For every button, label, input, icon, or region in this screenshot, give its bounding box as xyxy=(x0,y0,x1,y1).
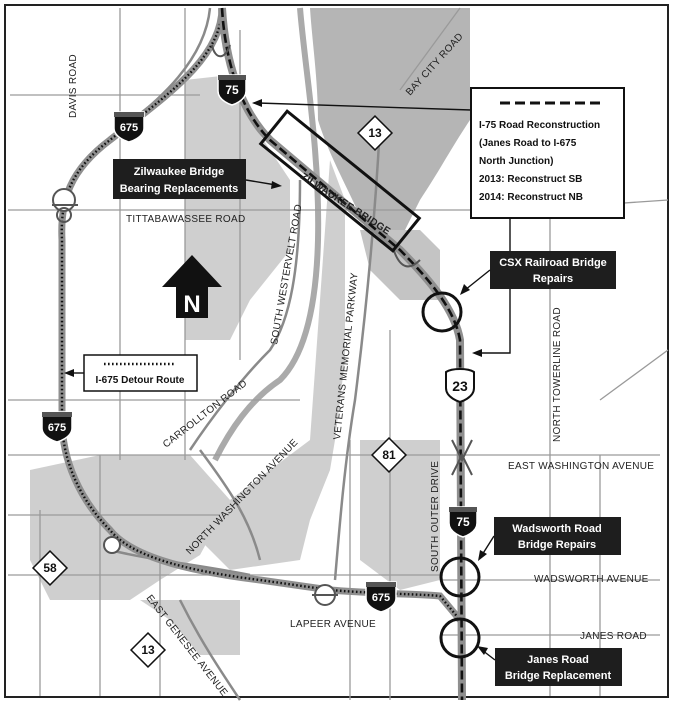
reconstruction-line2: (Janes Road to I-675 xyxy=(479,138,577,149)
north-arrow: N xyxy=(162,255,222,318)
svg-text:CSX Railroad Bridge: CSX Railroad Bridge xyxy=(499,257,607,269)
svg-text:675: 675 xyxy=(48,422,66,434)
m81-shield: 81 xyxy=(370,436,408,474)
reconstruction-line4: 2013: Reconstruct SB xyxy=(479,174,582,185)
m13-shield-top: 13 xyxy=(356,114,394,152)
svg-text:13: 13 xyxy=(368,126,382,140)
csx-callout: CSX Railroad Bridge Repairs xyxy=(460,251,616,295)
svg-text:Janes Road: Janes Road xyxy=(527,654,589,666)
reconstruction-line1: I-75 Road Reconstruction xyxy=(479,120,600,131)
svg-text:75: 75 xyxy=(456,515,470,529)
svg-text:Bridge Replacement: Bridge Replacement xyxy=(505,670,612,682)
svg-text:Bearing Replacements: Bearing Replacements xyxy=(120,183,239,195)
label-lapeer-avenue: LAPEER AVENUE xyxy=(290,619,376,630)
secondary-roads xyxy=(109,7,382,701)
us23-shield: 23 xyxy=(445,368,475,404)
i75-shield-bottom: 75 xyxy=(448,506,478,538)
interchange-lapeer xyxy=(312,584,338,606)
svg-text:675: 675 xyxy=(120,122,138,134)
zilwaukee-callout: Zilwaukee Bridge Bearing Replacements xyxy=(113,159,282,199)
label-north-towerline-road: NORTH TOWERLINE ROAD xyxy=(552,307,563,442)
label-janes-road: JANES ROAD xyxy=(580,631,647,642)
saginaw-river xyxy=(212,7,322,462)
reconstruction-line3: North Junction) xyxy=(479,156,553,167)
svg-text:Repairs: Repairs xyxy=(533,273,573,285)
i675-shield-top: 675 xyxy=(113,111,145,143)
svg-text:13: 13 xyxy=(141,643,155,657)
svg-text:Wadsworth Road: Wadsworth Road xyxy=(512,523,601,535)
interchange-csx xyxy=(392,247,421,268)
svg-text:N: N xyxy=(183,291,200,318)
csx-bridge-circle xyxy=(421,291,463,333)
i675-detour-route xyxy=(60,7,461,621)
wadsworth-bridge-circle xyxy=(439,556,481,598)
wadsworth-callout: Wadsworth Road Bridge Repairs xyxy=(478,517,621,561)
minor-roads xyxy=(8,7,669,700)
m58-shield: 58 xyxy=(31,549,69,587)
reconstruction-line5: 2014: Reconstruct NB xyxy=(479,192,583,203)
reconstruction-arrowhead xyxy=(252,99,262,107)
svg-text:58: 58 xyxy=(43,561,57,575)
reconstruction-arrow xyxy=(257,102,472,111)
label-wadsworth-avenue: WADSWORTH AVENUE xyxy=(534,574,649,585)
zilwaukee-bridge-box xyxy=(258,109,422,253)
svg-text:75: 75 xyxy=(225,83,239,97)
i675-shield-bottom: 675 xyxy=(365,581,397,613)
m13-shield-bottom: 13 xyxy=(129,631,167,669)
label-south-outer-drive: SOUTH OUTER DRIVE xyxy=(430,461,441,572)
i75-shield-top: 75 xyxy=(217,74,247,106)
janes-callout: Janes Road Bridge Replacement xyxy=(477,646,622,686)
label-tittabawassee-road: TITTABAWASSEE ROAD xyxy=(126,214,246,225)
reconstruction-legend: I-75 Road Reconstruction (Janes Road to … xyxy=(470,87,625,219)
svg-text:Bridge Repairs: Bridge Repairs xyxy=(518,539,596,551)
i675-shield-left: 675 xyxy=(41,411,73,443)
svg-text:81: 81 xyxy=(382,448,396,462)
svg-text:675: 675 xyxy=(372,592,390,604)
i75-reconstruction-line xyxy=(220,7,464,701)
label-davis-road: DAVIS ROAD xyxy=(68,54,79,118)
wetland-area xyxy=(310,8,470,240)
interchange-washington xyxy=(451,439,473,476)
label-east-washington-avenue: EAST WASHINGTON AVENUE xyxy=(508,461,654,472)
svg-text:I-675 Detour Route: I-675 Detour Route xyxy=(96,375,185,386)
janes-bridge-circle xyxy=(439,617,481,659)
detour-legend: I-675 Detour Route xyxy=(64,354,198,392)
interchange-west xyxy=(103,536,121,554)
interchange-tittabawassee xyxy=(52,188,78,223)
industrial-area xyxy=(360,230,440,300)
svg-text:23: 23 xyxy=(452,378,468,394)
interchange-north xyxy=(211,44,231,58)
reconstruction-connector-head xyxy=(472,349,482,357)
svg-text:Zilwaukee Bridge: Zilwaukee Bridge xyxy=(134,166,224,178)
